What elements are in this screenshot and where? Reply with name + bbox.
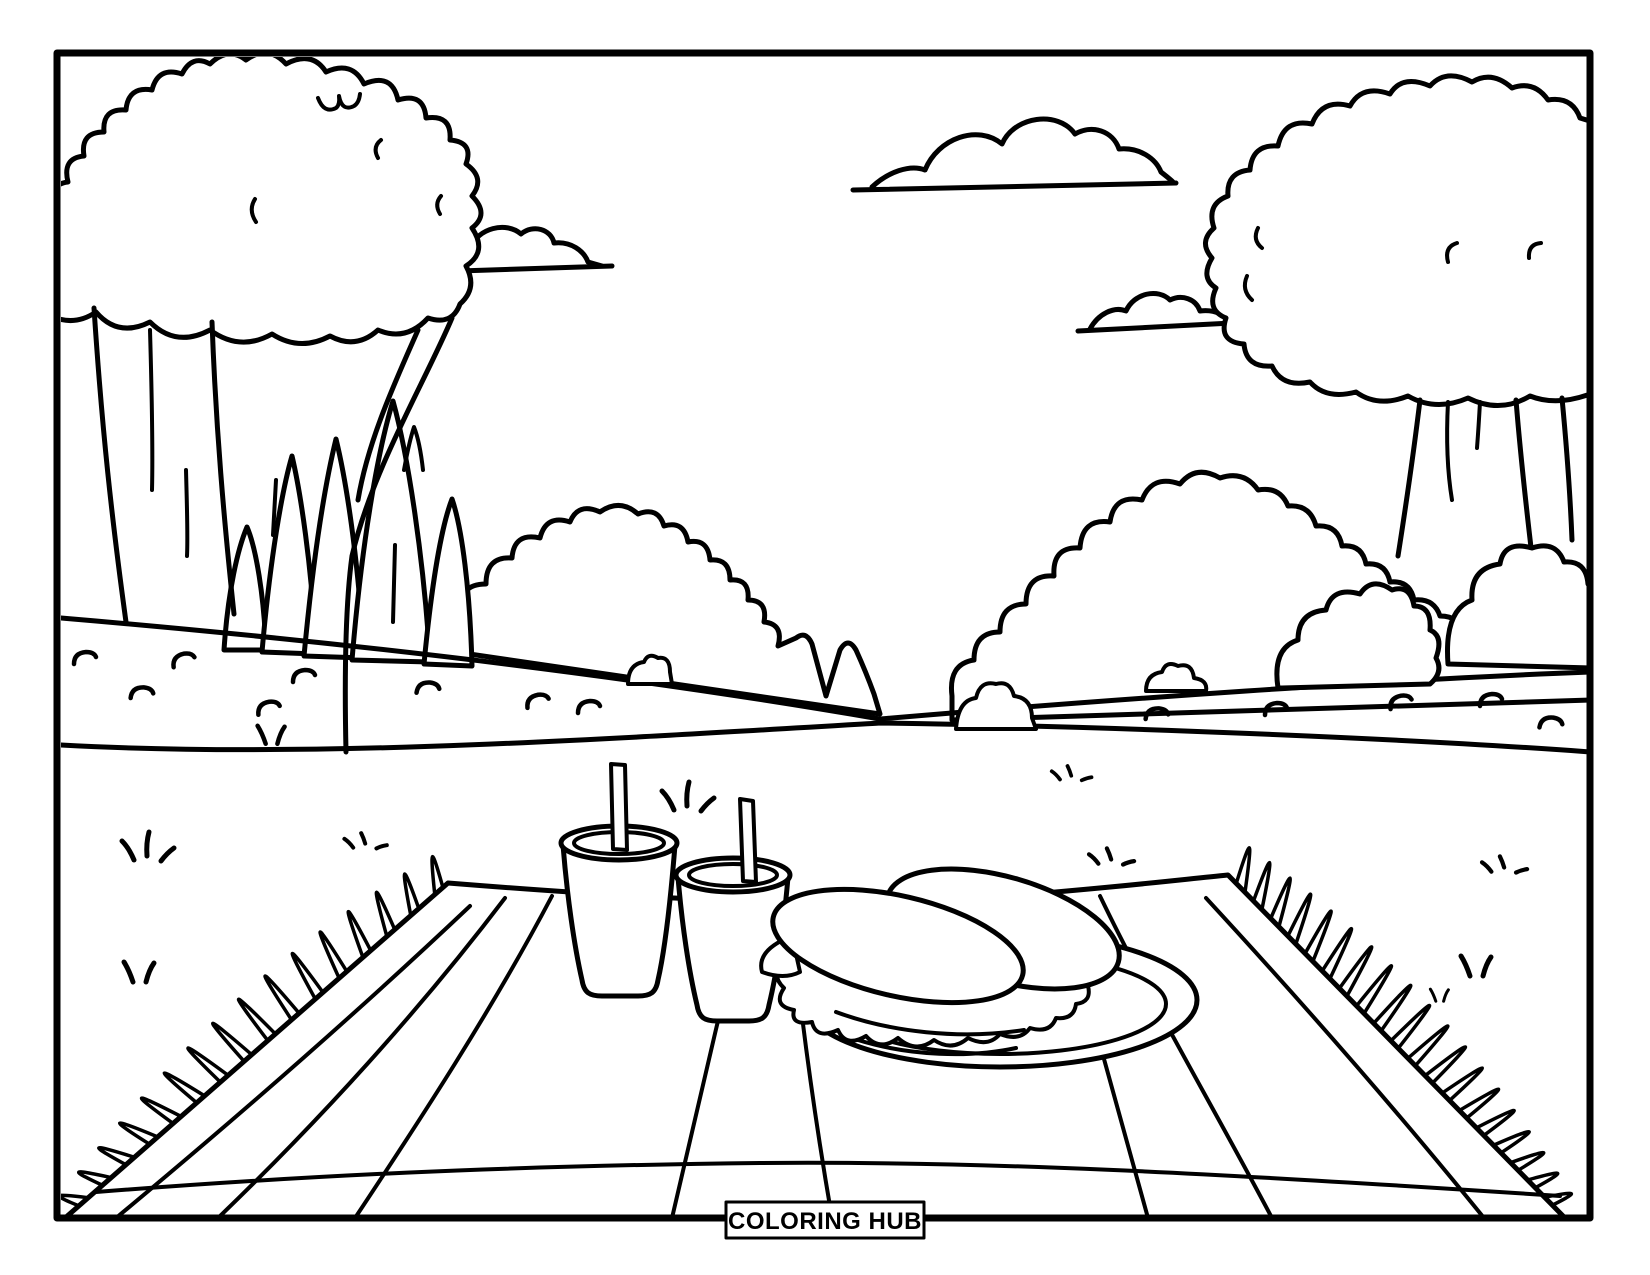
cloud-top-center — [850, 116, 1179, 193]
sandwich-plate — [759, 866, 1200, 1070]
bush-cluster-left — [438, 503, 883, 717]
tree-right — [1203, 73, 1587, 559]
tree-left — [61, 57, 484, 755]
bread-top-front — [770, 886, 1026, 1006]
small-bushes — [626, 543, 1587, 731]
cup-left — [558, 762, 680, 999]
blanket-fold-line — [94, 1160, 1562, 1198]
cloud-right — [1075, 290, 1235, 334]
straw-right — [738, 797, 758, 884]
brand-label: COLORING HUB — [724, 1200, 926, 1240]
brand-label-text: COLORING HUB — [728, 1208, 922, 1235]
cup-right — [673, 797, 793, 1024]
straw-left — [609, 762, 629, 852]
